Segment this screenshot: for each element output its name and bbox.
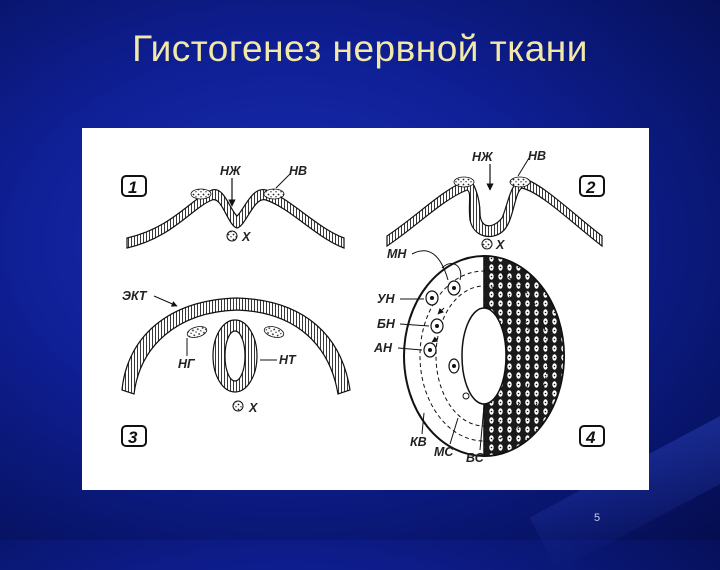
panel-number-box-4 [579, 425, 605, 447]
central-canal [461, 307, 507, 405]
label-x-2: X [495, 238, 505, 252]
cell-small [462, 392, 470, 400]
label-nt: НТ [279, 353, 297, 367]
label-x-3: X [248, 401, 258, 415]
panel-number-3: 3 [128, 428, 138, 447]
neural-fold-right-2 [509, 176, 531, 188]
ekt-arrow [153, 295, 178, 307]
ectoderm-arc [121, 297, 351, 395]
slide-title: Гистогенез нервной ткани [132, 28, 588, 69]
mn-leader [411, 250, 449, 281]
stage-3-neural-tube: 3 ЭКТ НГ НТ X [121, 289, 351, 447]
chord-1 [226, 230, 238, 242]
neural-fold-right-1 [263, 188, 285, 200]
label-x-1: X [241, 230, 251, 244]
label-mn: МН [387, 247, 407, 261]
nv-leader-2 [517, 157, 530, 177]
label-ms: МС [434, 445, 454, 459]
neural-crest-right [263, 326, 285, 338]
label-vs: ВС [466, 451, 485, 465]
label-nzh-1: НЖ [220, 164, 242, 178]
neural-fold-left-1 [190, 188, 212, 200]
ventricular-boundary [435, 285, 533, 427]
vs-leader [479, 405, 485, 451]
label-nzh-2: НЖ [472, 150, 494, 164]
label-kv: КВ [410, 435, 427, 449]
mantle-boundary [419, 270, 549, 442]
neural-canal [224, 330, 246, 382]
label-nv-1: НВ [289, 164, 307, 178]
figure-panel: 1 НЖ НВ X 2 НЖ НВ X [82, 128, 649, 490]
stage-1-neural-plate: 1 НЖ НВ X [121, 164, 345, 249]
neuroblast-cells [423, 263, 470, 400]
label-bn: БН [377, 317, 396, 331]
label-un: УН [377, 292, 395, 306]
neural-groove-2 [386, 177, 603, 248]
ms-leader [449, 417, 459, 445]
mn-process [441, 263, 462, 281]
panel-number-4: 4 [585, 428, 596, 447]
cellular-right-half [483, 255, 565, 457]
chord-2 [481, 238, 493, 250]
label-nv-2: НВ [528, 149, 546, 163]
panel-number-box-1 [121, 175, 147, 197]
stage-4-tube-wall-cross-section: 4 [373, 247, 605, 465]
neural-plate-1 [126, 189, 345, 249]
chord-3 [232, 400, 244, 412]
label-ekt: ЭКТ [122, 289, 148, 303]
neural-histogenesis-diagram: 1 НЖ НВ X 2 НЖ НВ X [121, 149, 605, 465]
panel-number-box-3 [121, 425, 147, 447]
nv-leader-1 [275, 173, 291, 189]
label-an: АН [373, 341, 393, 355]
neural-crest-left [186, 326, 208, 338]
an-leader [397, 347, 423, 351]
page-number: 5 [594, 512, 601, 524]
stage-2-neural-groove: 2 НЖ НВ X [386, 149, 605, 252]
kv-leader [421, 412, 425, 435]
panel-number-box-2 [579, 175, 605, 197]
label-ng: НГ [178, 357, 196, 371]
panel-number-2: 2 [585, 178, 596, 197]
neural-fold-left-2 [453, 176, 475, 188]
bn-leader [399, 323, 430, 327]
panel-number-1: 1 [128, 178, 137, 197]
